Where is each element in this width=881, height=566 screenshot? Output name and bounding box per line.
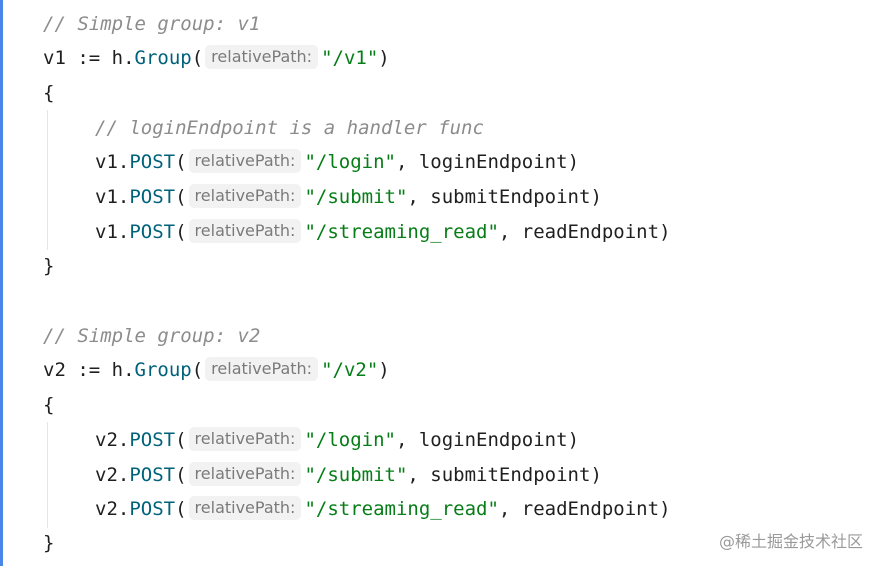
code-line-route: v1.POST(relativePath:"/streaming_read", …: [95, 217, 671, 247]
code-line-route: v2.POST(relativePath:"/login", loginEndp…: [95, 425, 579, 455]
receiver: v1.: [95, 151, 130, 173]
comment-text: // Simple group: v1: [43, 13, 261, 35]
brace-text: {: [43, 82, 55, 104]
comment-text: // Simple group: v2: [43, 325, 261, 347]
separator: ,: [498, 221, 522, 243]
receiver: v2.: [95, 429, 130, 451]
paren-open: (: [175, 186, 187, 208]
parameter-hint: relativePath:: [188, 496, 302, 520]
separator: ,: [395, 151, 419, 173]
separator: ,: [407, 186, 431, 208]
paren-open: (: [175, 429, 187, 451]
comment-text: // loginEndpoint is a handler func: [95, 117, 484, 139]
variable-decl: v1 := h.: [43, 47, 135, 69]
handler-name: submitEndpoint: [430, 186, 591, 208]
brace-text: }: [43, 255, 55, 277]
code-line-route: v2.POST(relativePath:"/streaming_read", …: [95, 494, 671, 524]
code-comment: // loginEndpoint is a handler func: [95, 113, 484, 143]
code-line-route: v1.POST(relativePath:"/login", loginEndp…: [95, 147, 579, 177]
handler-name: loginEndpoint: [418, 429, 568, 451]
brace-text: }: [43, 532, 55, 554]
parameter-hint: relativePath:: [205, 45, 319, 69]
receiver: v1.: [95, 221, 130, 243]
code-line-group-decl: v2 := h.Group(relativePath:"/v2"): [43, 355, 390, 385]
code-line-route: v1.POST(relativePath:"/submit", submitEn…: [95, 182, 602, 212]
parameter-hint: relativePath:: [188, 219, 302, 243]
watermark: @稀土掘金技术社区: [718, 532, 863, 551]
paren-close: ): [659, 498, 671, 520]
parameter-hint: relativePath:: [188, 184, 302, 208]
code-line-group-decl: v1 := h.Group(relativePath:"/v1"): [43, 43, 390, 73]
brace-text: {: [43, 394, 55, 416]
method-name: Group: [134, 47, 192, 69]
method-name: POST: [129, 151, 176, 173]
parameter-hint: relativePath:: [188, 427, 302, 451]
separator: ,: [395, 429, 419, 451]
paren-open: (: [175, 221, 187, 243]
receiver: v2.: [95, 498, 130, 520]
method-name: POST: [129, 221, 176, 243]
string-literal: "/v2": [321, 359, 379, 381]
paren-close: ): [567, 151, 580, 173]
string-literal: "/login": [304, 151, 396, 173]
separator: ,: [498, 498, 522, 520]
paren-close: ): [590, 464, 602, 486]
method-name: POST: [129, 464, 176, 486]
string-literal: "/login": [304, 429, 396, 451]
paren-close: ): [378, 359, 390, 381]
handler-name: readEndpoint: [521, 221, 660, 243]
method-name: POST: [129, 429, 176, 451]
receiver: v2.: [95, 464, 130, 486]
receiver: v1.: [95, 186, 130, 208]
string-literal: "/submit": [304, 464, 408, 486]
paren-open: (: [191, 47, 204, 69]
open-brace: {: [43, 390, 54, 420]
parameter-hint: relativePath:: [205, 357, 319, 381]
parameter-hint: relativePath:: [188, 462, 302, 486]
open-brace: {: [43, 78, 54, 108]
paren-close: ): [378, 47, 390, 69]
string-literal: "/submit": [304, 186, 408, 208]
paren-open: (: [175, 498, 187, 520]
paren-open: (: [175, 151, 187, 173]
close-brace: }: [43, 251, 54, 281]
string-literal: "/streaming_read": [304, 498, 499, 520]
close-brace: }: [43, 528, 54, 558]
code-comment: // Simple group: v1: [43, 9, 260, 39]
paren-open: (: [191, 359, 204, 381]
paren-open: (: [175, 464, 187, 486]
separator: ,: [407, 464, 431, 486]
indent-guide: [47, 110, 48, 250]
parameter-hint: relativePath:: [188, 149, 302, 173]
paren-close: ): [590, 186, 602, 208]
method-name: Group: [134, 359, 192, 381]
paren-close: ): [659, 221, 671, 243]
variable-decl: v2 := h.: [43, 359, 135, 381]
method-name: POST: [129, 186, 176, 208]
string-literal: "/streaming_read": [304, 221, 499, 243]
code-comment: // Simple group: v2: [43, 321, 260, 351]
paren-close: ): [567, 429, 580, 451]
code-line-route: v2.POST(relativePath:"/submit", submitEn…: [95, 460, 602, 490]
method-name: POST: [129, 498, 176, 520]
indent-guide: [47, 422, 48, 528]
handler-name: submitEndpoint: [430, 464, 591, 486]
handler-name: readEndpoint: [521, 498, 660, 520]
handler-name: loginEndpoint: [418, 151, 568, 173]
string-literal: "/v1": [321, 47, 379, 69]
